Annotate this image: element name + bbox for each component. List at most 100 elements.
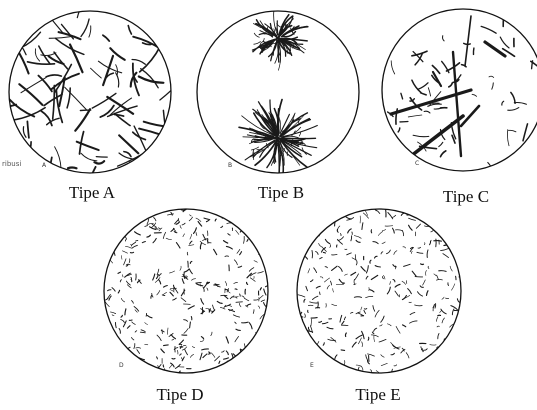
fine-flake <box>304 299 305 302</box>
fine-flake <box>115 206 116 211</box>
fine-flake <box>264 289 266 295</box>
fine-flake <box>373 242 378 244</box>
fine-flake <box>454 366 458 369</box>
micrograph-e <box>294 206 464 376</box>
fine-flake <box>366 276 368 279</box>
fine-flake <box>422 350 424 352</box>
fine-flake <box>514 103 526 105</box>
fine-flake <box>346 217 352 219</box>
fine-flake <box>238 266 241 267</box>
fine-flake <box>499 166 509 170</box>
fine-flake <box>361 205 365 209</box>
fine-flake <box>132 322 136 325</box>
fine-flake <box>181 358 183 361</box>
fine-flake <box>244 298 249 301</box>
fine-flake <box>309 224 313 227</box>
fine-flake <box>112 315 114 316</box>
fine-flake <box>240 252 242 255</box>
fine-flake <box>105 252 108 255</box>
fine-flake <box>201 299 204 305</box>
fine-flake <box>387 324 391 326</box>
fine-flake <box>351 313 353 314</box>
fine-flake <box>259 295 263 299</box>
fine-flake <box>368 337 369 340</box>
fine-flake <box>370 370 372 372</box>
fine-flake <box>268 251 270 253</box>
fine-flake <box>421 347 423 349</box>
fine-flake <box>382 242 385 243</box>
fine-flake <box>260 288 261 290</box>
fine-flake <box>155 372 159 374</box>
fine-flake <box>169 364 172 368</box>
fine-flake <box>410 312 415 314</box>
fine-flake <box>364 309 367 310</box>
fine-flake <box>219 371 221 373</box>
fine-flake <box>132 245 137 248</box>
fine-flake <box>332 254 337 255</box>
graphite-flake <box>126 166 150 182</box>
fine-flake <box>211 332 212 336</box>
graphite-flake <box>0 105 16 113</box>
fine-flake <box>510 163 512 168</box>
fine-flake <box>121 298 124 302</box>
fine-flake <box>297 315 303 317</box>
fine-flake <box>462 223 464 225</box>
fine-flake <box>523 124 528 141</box>
fine-flake <box>304 227 308 230</box>
fine-flake <box>237 249 240 253</box>
fine-flake <box>182 223 185 225</box>
micrograph-d <box>101 206 271 376</box>
fine-flake <box>221 226 223 227</box>
fine-flake <box>233 315 239 317</box>
fine-flake <box>304 363 305 366</box>
fine-flake <box>226 246 232 249</box>
fine-flake <box>236 329 240 330</box>
fine-flake <box>446 298 449 299</box>
graphite-flake <box>81 153 97 161</box>
fine-flake <box>304 218 305 226</box>
fine-flake <box>249 268 254 272</box>
fine-flake <box>335 370 340 373</box>
rosette-fine-flake <box>254 33 259 37</box>
fine-flake <box>348 229 352 233</box>
fine-flake <box>361 307 362 310</box>
corner-letter-b: B <box>228 162 232 169</box>
fine-flake <box>225 290 228 291</box>
fine-flake <box>196 282 202 283</box>
fine-flake <box>442 211 449 212</box>
fine-flake <box>163 292 167 295</box>
fine-flake <box>130 252 133 253</box>
fine-flake <box>380 325 383 326</box>
corner-letter-c: C <box>415 160 419 167</box>
fine-flake <box>201 337 203 340</box>
fine-flake <box>403 325 406 327</box>
fine-flake <box>402 281 406 284</box>
fine-flake <box>429 205 433 211</box>
fine-flake <box>316 286 320 288</box>
graphite-flake <box>103 56 113 85</box>
fine-flake <box>207 231 208 236</box>
fine-flake <box>452 210 457 213</box>
fine-flake <box>125 246 131 248</box>
fine-flake <box>261 300 264 302</box>
fine-flake <box>366 355 368 360</box>
fine-flake <box>114 364 118 366</box>
fine-flake <box>428 218 433 224</box>
fine-flake <box>337 366 341 367</box>
fine-flake <box>100 217 104 218</box>
graphite-flake <box>75 109 90 131</box>
panel-tipe-c: C <box>381 6 537 174</box>
fine-flake <box>458 360 461 363</box>
fine-flake <box>441 249 449 251</box>
fine-flake <box>157 357 158 359</box>
fine-flake <box>264 351 270 353</box>
graphite-flakes-e <box>290 201 467 378</box>
fine-flake <box>242 296 244 298</box>
fine-flake <box>507 130 509 146</box>
fine-flake <box>335 368 338 369</box>
fine-flake <box>436 317 437 321</box>
fine-flake <box>180 225 181 228</box>
fine-flake <box>135 207 139 209</box>
graphite-flake <box>35 49 39 61</box>
fine-flake <box>330 245 331 248</box>
